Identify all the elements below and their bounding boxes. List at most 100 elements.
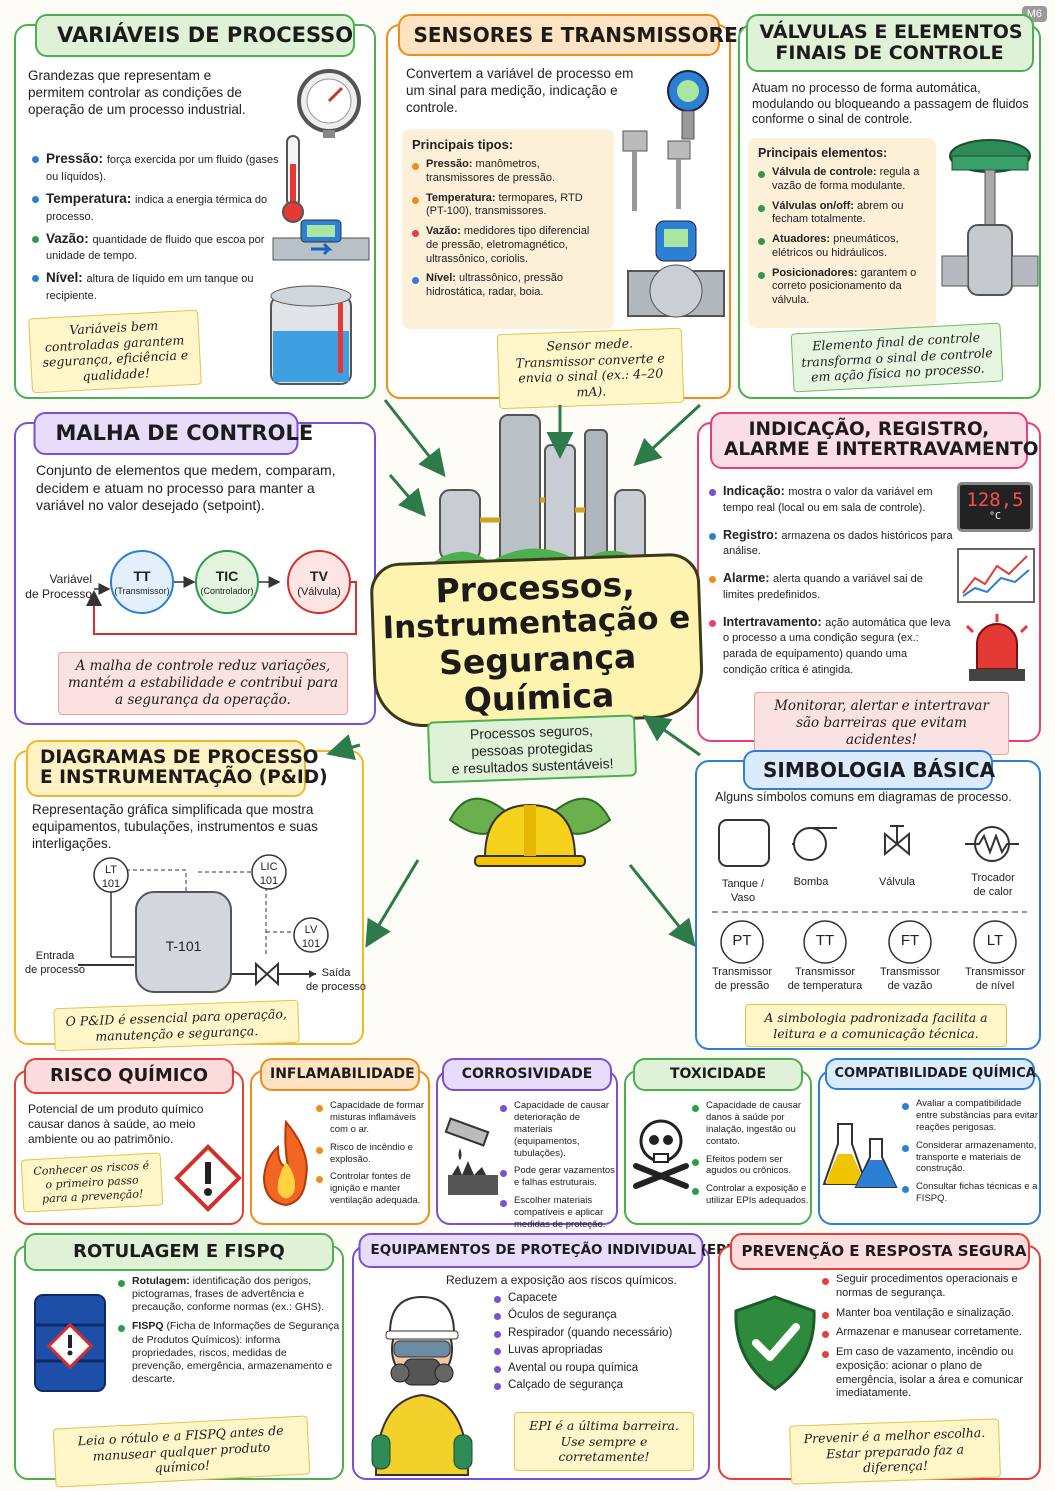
tic-node <box>195 550 259 614</box>
list-item: Rotulagem: identificação dos perigos, pi… <box>118 1275 340 1314</box>
skull-crossbones-icon <box>633 1119 689 1189</box>
risco-intro: Potencial de um produto químico causar d… <box>28 1102 204 1146</box>
symbol-label-valve: Válvula <box>878 876 916 888</box>
list-item: Manter boa ventilação e sinalização. <box>822 1307 1036 1321</box>
simbologia-note: A simbologia padronizada facilita a leit… <box>745 1004 1007 1048</box>
list-item: Válvulas on/off: abrem ou fecham totalme… <box>758 200 926 228</box>
digital-display: 128,5 °C <box>957 482 1033 532</box>
card-simbologia: SIMBOLOGIA BÁSICA Alguns símbolos comuns… <box>695 750 1041 1050</box>
card-toxicidade: TOXICIDADE Capacidade de causar danos à … <box>624 1058 812 1225</box>
thermocouple-icon <box>622 130 691 211</box>
list-item: Escolher materiais compatíveis e aplicar… <box>500 1195 616 1231</box>
list-item: Nível: altura de líquido em um tanque ou… <box>32 270 287 304</box>
risco-note: Conhecer os riscos é o primeiro passo pa… <box>20 1152 164 1213</box>
list-item: Posicionadores: garantem o correto posic… <box>758 267 926 308</box>
title-variaveis: VARIÁVEIS DE PROCESSO <box>35 14 355 58</box>
list-item: Efeitos podem ser agudos ou crônicos. <box>692 1154 810 1178</box>
indicacao-note: Monitorar, alertar e intertravar são bar… <box>754 692 1009 755</box>
inst-lt: LT <box>986 932 1004 949</box>
list-item: Indicação: mostra o valor da variável em… <box>709 484 954 516</box>
list-item: Consultar fichas técnicas e a FISPQ. <box>902 1181 1040 1205</box>
valvulas-intro: Atuam no processo de forma automática, m… <box>752 81 1029 127</box>
sensores-intro: Convertem a variável de processo em um s… <box>406 66 634 115</box>
flame-icon <box>262 1119 308 1207</box>
list-item: FISPQ (Ficha de Informações de Segurança… <box>118 1320 340 1386</box>
tank-symbol <box>718 819 770 867</box>
chemical-drum-icon <box>34 1294 106 1392</box>
tt-label: TT(Transmissor) <box>114 568 170 596</box>
title-simbologia: SIMBOLOGIA BÁSICA <box>743 750 995 790</box>
list-item: Vazão: medidores tipo diferencial de pre… <box>412 225 604 266</box>
list-item: Seguir procedimentos operacionais e norm… <box>822 1273 1036 1301</box>
list-item: Avental ou roupa química <box>494 1361 694 1375</box>
list-item: Avaliar a compatibilidade entre substânc… <box>902 1098 1040 1134</box>
list-item: Considerar armazenamento, transporte e m… <box>902 1140 1040 1176</box>
list-item: Vazão: quantidade de fluido que escoa po… <box>32 231 287 265</box>
indicacao-list: Indicação: mostra o valor da variável em… <box>709 484 954 684</box>
toxicidade-list: Capacidade de causar danos à saúde por i… <box>692 1100 810 1213</box>
title-rotulagem: ROTULAGEM E FISPQ <box>24 1233 334 1271</box>
card-corrosividade: CORROSIVIDADE Capacidade de causar deter… <box>436 1058 618 1230</box>
inst-pt: PT <box>732 932 752 949</box>
list-item: Temperatura: indica a energia térmica do… <box>32 191 287 225</box>
title-risco: RISCO QUÍMICO <box>24 1058 234 1094</box>
list-item: Atuadores: pneumáticos, elétricos ou hid… <box>758 233 926 261</box>
gauge-icon <box>297 69 361 138</box>
list-item: Risco de incêndio e explosão. <box>316 1142 428 1166</box>
tt-node <box>110 550 174 614</box>
tank-label: T-101 <box>165 938 202 954</box>
pressure-transmitter-icon <box>667 70 709 140</box>
title-malha: MALHA DE CONTROLE <box>33 412 313 456</box>
malha-intro: Conjunto de elementos que medem, compara… <box>36 462 336 513</box>
list-item: Respirador (quando necessário) <box>494 1326 694 1340</box>
variaveis-intro: Grandezas que representam e permitem con… <box>28 68 246 117</box>
symbols-row <box>712 819 1027 964</box>
list-item: Válvula de controle: regula a vazão de f… <box>758 166 926 194</box>
inflamabilidade-list: Capacidade de formar misturas inflamávei… <box>316 1100 428 1213</box>
card-variaveis: VARIÁVEIS DE PROCESSO Grandezas que repr… <box>14 14 376 399</box>
control-valve-icon <box>941 139 1039 296</box>
flow-transmitter-icon <box>627 220 725 318</box>
valve-lv101 <box>255 961 279 987</box>
pid-intro: Representação gráfica simplificada que m… <box>32 802 318 851</box>
inst-ft: FT <box>900 932 920 949</box>
card-rotulagem: ROTULAGEM E FISPQ Rotulagem: identificaç… <box>14 1233 344 1488</box>
card-prevencao: PREVENÇÃO E RESPOSTA SEGURA Seguir proce… <box>718 1233 1041 1485</box>
compatibilidade-list: Avaliar a compatibilidade entre substânc… <box>902 1098 1040 1211</box>
list-item: Pressão: força exercida por um fluido (g… <box>32 151 287 185</box>
list-item: Pode gerar vazamentos e falhas estrutura… <box>500 1165 616 1189</box>
title-epi: EQUIPAMENTOS DE PROTEÇÃO INDIVIDUAL (EPI… <box>358 1233 737 1268</box>
sensores-box: Principais tipos: Pressão: manômetros, t… <box>402 129 614 329</box>
prevencao-note: Prevenir é a melhor escolha. Estar prepa… <box>789 1418 1001 1485</box>
tv-label: TV(Válvula) <box>297 568 341 598</box>
card-indicacao: INDICAÇÃO, REGISTRO,ALARME E INTERTRAVAM… <box>697 412 1041 755</box>
title-inflamabilidade: INFLAMABILIDADE <box>260 1058 420 1092</box>
tank-level-icon <box>270 285 352 385</box>
refinery-illustration <box>430 414 646 566</box>
inst-tt: TT <box>815 932 835 949</box>
valvulas-box: Principais elementos: Válvula de control… <box>748 138 936 328</box>
card-epi: EQUIPAMENTOS DE PROTEÇÃO INDIVIDUAL (EPI… <box>352 1233 737 1480</box>
tank-t101 <box>135 891 232 993</box>
alarm-beacon-icon <box>965 614 1029 681</box>
card-compatibilidade: COMPATIBILIDADE QUÍMICA Avaliar a compat… <box>818 1058 1041 1225</box>
list-item: Temperatura: termopares, RTD (PT-100), t… <box>412 192 604 220</box>
symbol-label-pump: Bomba <box>793 876 829 888</box>
list-item: Intertravamento: ação automática que lev… <box>709 615 954 678</box>
title-toxicidade: TOXICIDADE <box>633 1058 803 1092</box>
list-item: Calçado de segurança <box>494 1378 694 1392</box>
list-item: Alarme: alerta quando a variável sai de … <box>709 571 954 603</box>
pid-diagram <box>78 854 329 993</box>
hazard-pictogram-icon <box>174 1144 242 1212</box>
